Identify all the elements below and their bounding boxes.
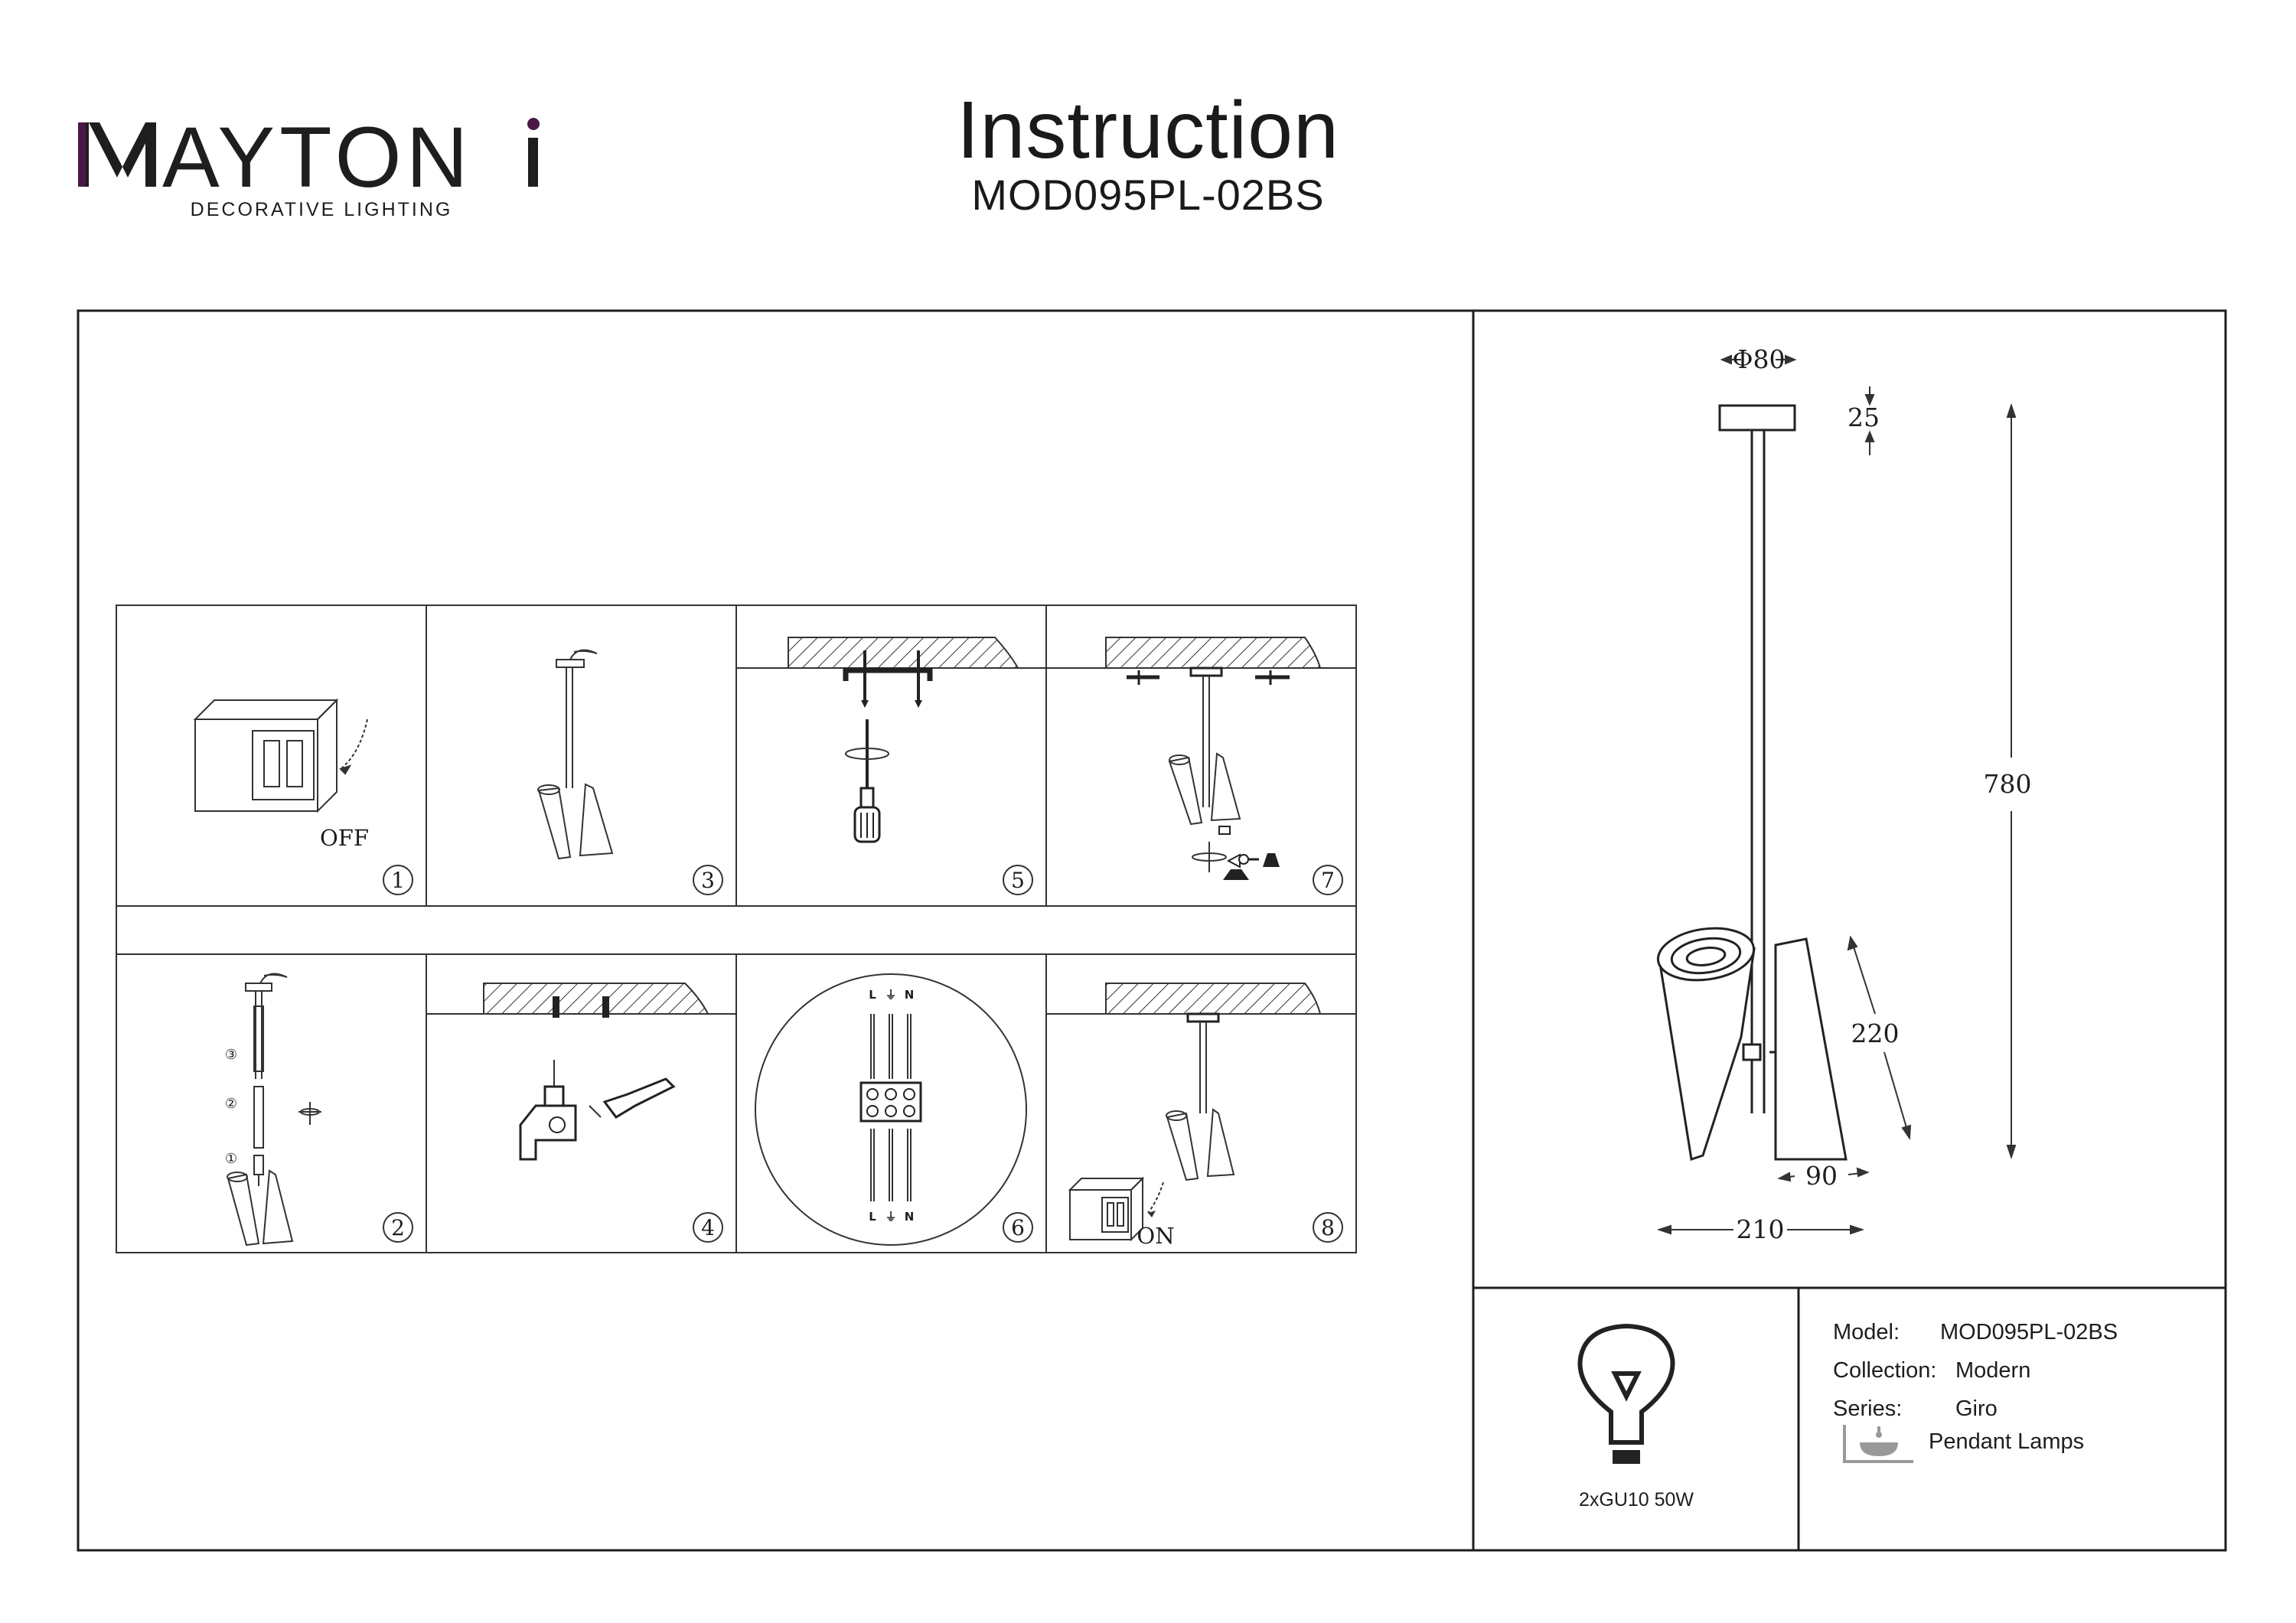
logo-letter-m bbox=[78, 122, 156, 187]
power-off-switch-icon bbox=[193, 698, 368, 813]
specs-panel: Model: MOD095PL-02BS Collection: Modern … bbox=[1833, 1320, 2118, 1454]
step-numbers: 1 3 5 7 2 4 6 8 bbox=[383, 865, 1343, 1243]
dim-total-height: 780 bbox=[1984, 769, 2032, 799]
dim-canopy-diameter: Φ80 bbox=[1732, 344, 1785, 374]
svg-text:7: 7 bbox=[1321, 868, 1335, 893]
svg-text:②: ② bbox=[225, 1096, 237, 1112]
wiring-labels: L ⏚ N L ⏚ N bbox=[869, 988, 914, 1224]
svg-text:8: 8 bbox=[1321, 1215, 1335, 1240]
model-label: Model: bbox=[1833, 1320, 1900, 1344]
step-number-5: 5 bbox=[1003, 865, 1033, 895]
step-number-3: 3 bbox=[693, 865, 723, 895]
svg-text:N: N bbox=[905, 1210, 915, 1224]
dimension-labels: Φ80 25 780 220 90 210 bbox=[1732, 344, 2031, 1244]
step-number-2: 2 bbox=[383, 1212, 413, 1243]
step-number-1: 1 bbox=[383, 865, 413, 895]
mount-canopy-icon bbox=[1046, 637, 1356, 880]
collection-value: Modern bbox=[1955, 1358, 2030, 1383]
svg-text:5: 5 bbox=[1011, 868, 1025, 893]
outer-frame bbox=[77, 309, 2227, 1552]
model-code-heading: MOD095PL-02BS bbox=[971, 171, 1325, 219]
power-on-switch-icon bbox=[1046, 983, 1356, 1242]
series-label: Series: bbox=[1833, 1396, 1902, 1421]
dim-base-width: 90 bbox=[1805, 1161, 1838, 1191]
svg-text:N: N bbox=[905, 988, 915, 1002]
logo-dot bbox=[527, 118, 540, 130]
step-2-labels: ③ ② ① bbox=[225, 1047, 237, 1167]
rod-assembly-icon bbox=[227, 973, 321, 1247]
step-number-7: 7 bbox=[1313, 865, 1343, 895]
light-bulb-icon bbox=[1577, 1323, 1675, 1464]
svg-text:1: 1 bbox=[391, 868, 405, 893]
steps-grid bbox=[116, 605, 1357, 1253]
dim-total-width: 210 bbox=[1737, 1214, 1785, 1244]
svg-text:⏚: ⏚ bbox=[885, 988, 896, 1002]
dim-canopy-height: 25 bbox=[1848, 402, 1880, 432]
svg-text:6: 6 bbox=[1011, 1215, 1025, 1240]
flat-reflector bbox=[1774, 937, 1848, 1161]
brand-logo: AYTON DECORATIVE LIGHTING bbox=[77, 99, 551, 222]
dimension-lines bbox=[1656, 354, 2017, 1235]
svg-text:⏚: ⏚ bbox=[885, 1210, 896, 1224]
terminal-block-icon bbox=[755, 973, 1027, 1246]
model-value: MOD095PL-02BS bbox=[1940, 1320, 2118, 1344]
drill-anchor-icon bbox=[426, 983, 736, 1161]
canopy bbox=[1718, 404, 1796, 432]
svg-text:2: 2 bbox=[391, 1215, 405, 1240]
screwdriver-bracket-icon bbox=[736, 637, 1046, 843]
type-value: Pendant Lamps bbox=[1929, 1429, 2084, 1454]
logo-wordmark: AYTON bbox=[162, 109, 472, 205]
pendant-lamp-icon bbox=[1843, 1425, 1913, 1463]
svg-text:①: ① bbox=[225, 1151, 237, 1167]
svg-text:L: L bbox=[869, 988, 876, 1002]
svg-text:L: L bbox=[869, 1210, 876, 1224]
series-value: Giro bbox=[1955, 1396, 1998, 1421]
svg-text:3: 3 bbox=[701, 868, 715, 893]
svg-text:③: ③ bbox=[225, 1047, 237, 1063]
step-number-4: 4 bbox=[693, 1212, 723, 1243]
dim-shade-length: 220 bbox=[1851, 1018, 1900, 1048]
logo-letter-i bbox=[528, 138, 538, 187]
brand-tagline: DECORATIVE LIGHTING bbox=[191, 199, 453, 220]
collection-label: Collection: bbox=[1833, 1358, 1936, 1383]
step-number-6: 6 bbox=[1003, 1212, 1033, 1243]
lamp-spec: 2xGU10 50W bbox=[1579, 1489, 1694, 1511]
pendant-overview-icon bbox=[537, 649, 614, 860]
product-dimension-drawing bbox=[1656, 404, 1848, 1161]
svg-text:4: 4 bbox=[701, 1215, 715, 1240]
step-1-caption: OFF bbox=[320, 825, 369, 851]
page-title: Instruction bbox=[956, 85, 1339, 175]
step-number-8: 8 bbox=[1313, 1212, 1343, 1243]
step-8-caption: ON bbox=[1137, 1223, 1174, 1249]
